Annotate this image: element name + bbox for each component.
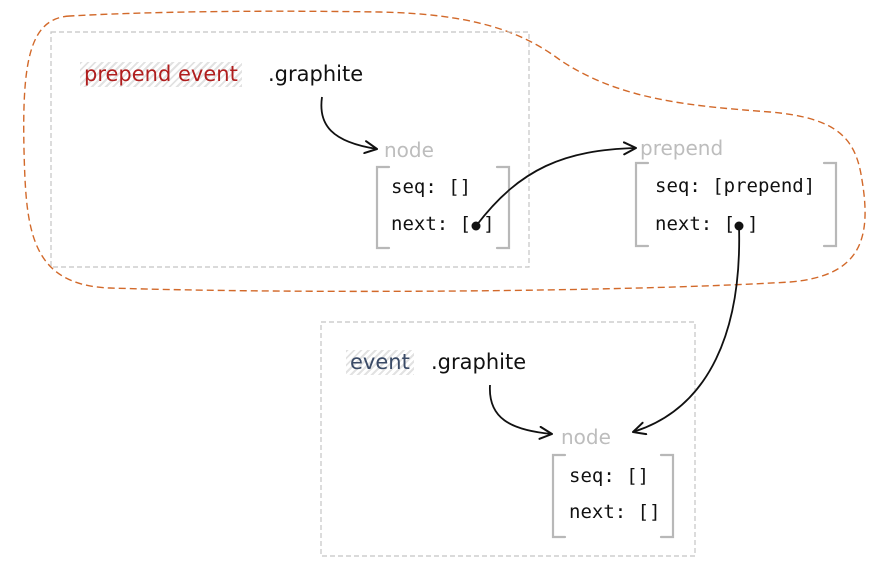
- bottom-node-next: next: []: [569, 501, 661, 523]
- pointer-dot-icon: [471, 221, 481, 231]
- top-graphite-to-node-arrow: [320, 96, 378, 155]
- top-next-to-prepend-arrow: [475, 141, 637, 227]
- top-node-tag: node: [384, 138, 434, 162]
- prepend-node-next-suffix: ]: [747, 213, 759, 235]
- bottom-graphite-to-node-arrow: [489, 384, 553, 440]
- bottom-node-seq: seq: []: [569, 465, 650, 487]
- prepend-event-label: prepend event: [80, 62, 242, 87]
- bottom-graphite-label: .graphite: [431, 350, 527, 374]
- prepend-node-tag: prepend: [640, 136, 724, 160]
- event-label: event: [346, 350, 414, 375]
- top-node-next: next: []: [391, 215, 495, 234]
- top-node-next-suffix: ]: [483, 213, 495, 235]
- top-graphite-box: [50, 31, 530, 268]
- top-graphite-label: .graphite: [268, 62, 364, 86]
- prepend-next-to-bottom-node-arrow: [632, 225, 741, 436]
- top-node-seq: seq: []: [391, 176, 472, 198]
- top-node-next-prefix: next: [: [391, 213, 472, 235]
- bottom-node-brackets: [551, 453, 675, 539]
- bottom-graphite-box: [320, 321, 696, 557]
- bottom-node-tag: node: [561, 425, 611, 449]
- prepend-node-next: next: []: [655, 215, 759, 234]
- prepend-node-brackets: [634, 161, 838, 248]
- prepend-node-next-prefix: next: [: [655, 213, 736, 235]
- hull-outline: [23, 10, 866, 293]
- pointer-dot-icon: [734, 221, 744, 231]
- top-node-brackets: [375, 165, 511, 250]
- prepend-node-seq: seq: [prepend]: [655, 175, 816, 197]
